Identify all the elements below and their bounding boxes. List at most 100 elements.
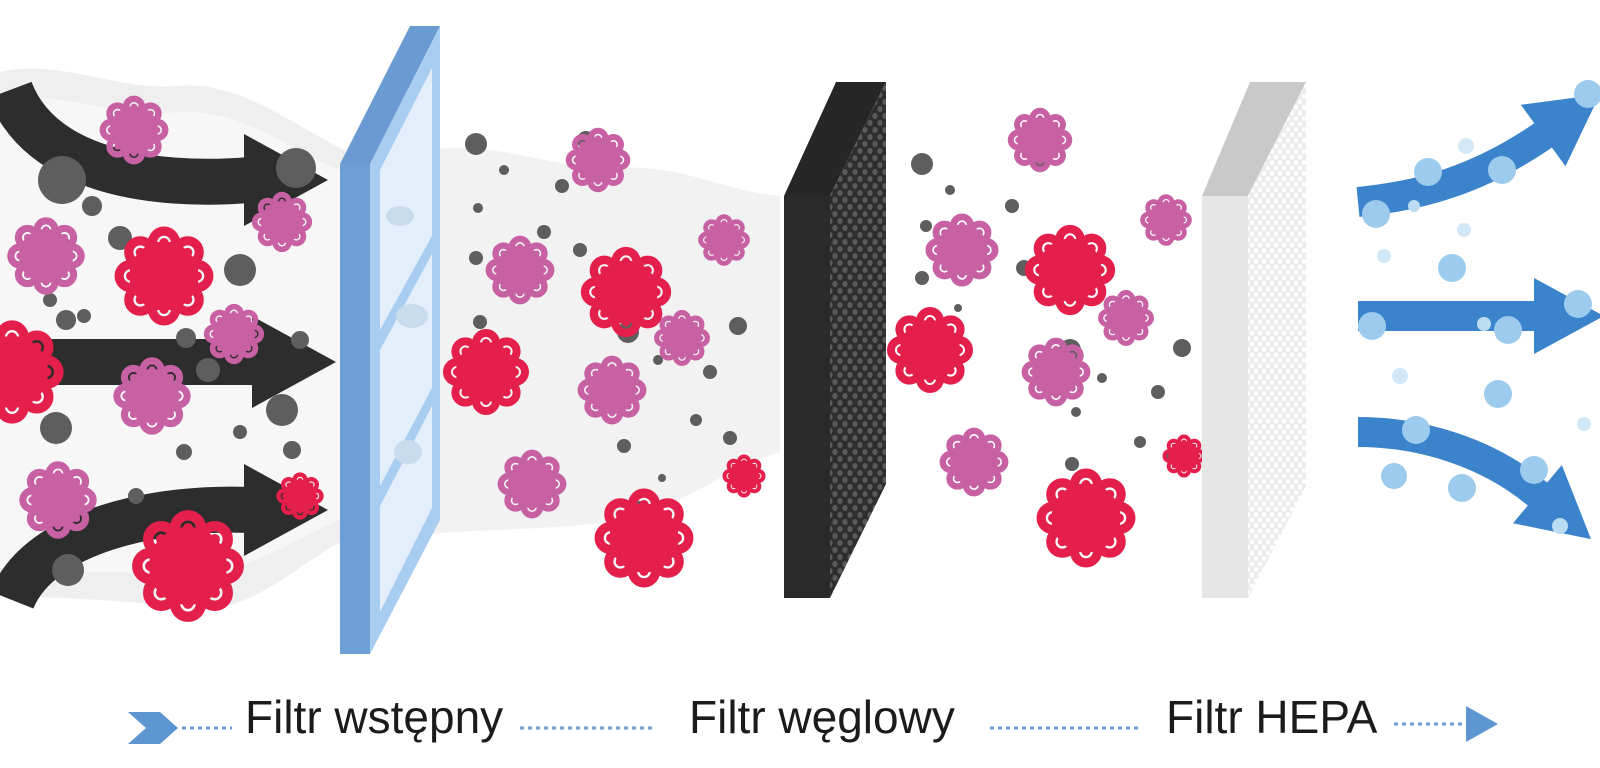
clean-air-bubble-icon: [1414, 158, 1442, 186]
virus-icon: [1048, 480, 1124, 556]
clean-air-bubble-icon: [1402, 416, 1430, 444]
particle-icon: [82, 196, 102, 216]
particle-icon: [499, 165, 509, 175]
clean-air-bubble-icon: [1477, 317, 1491, 331]
particle-icon: [945, 185, 955, 195]
particle-icon: [1005, 199, 1019, 213]
particle-icon: [196, 358, 220, 382]
pre-filter-glass-1: [380, 68, 432, 330]
particle-icon: [617, 439, 631, 453]
virus-icon: [211, 311, 257, 357]
virus-icon: [606, 500, 682, 576]
clean-air-bubble-icon: [1408, 200, 1420, 212]
particle-icon: [723, 431, 737, 445]
virus-icon: [586, 364, 639, 417]
arrowhead-icon: [252, 316, 336, 408]
arrowhead-icon: [1520, 94, 1600, 167]
particle-icon: [43, 293, 57, 307]
air-flow-arrow-icon: [0, 486, 252, 611]
virus-icon: [108, 104, 161, 157]
clean-air-bubble-icon: [1552, 518, 1568, 534]
hepa-filter-face: [1248, 82, 1306, 598]
particle-icon: [108, 226, 132, 250]
particle-icon: [915, 271, 929, 285]
particle-icon: [128, 488, 144, 504]
virus-icon: [1168, 440, 1201, 473]
particle-icon: [1134, 436, 1146, 448]
particle-icon: [920, 220, 932, 232]
clean-air-bubble-icon: [1574, 80, 1600, 108]
carbon-filter: [784, 82, 886, 598]
label-hepa-filter: Filtr HEPA: [1166, 691, 1378, 743]
clean-air-bubble-icon: [1564, 290, 1592, 318]
particle-icon: [537, 225, 551, 239]
particle-icon: [465, 133, 487, 155]
particle-icon: [954, 304, 962, 312]
particle-icon: [573, 243, 587, 257]
arrowhead-icon: [1512, 465, 1592, 540]
particle-icon: [176, 444, 192, 460]
virus-icon: [126, 238, 202, 314]
clean-air-bubble-icon: [1484, 380, 1512, 408]
virus-icon: [1105, 297, 1148, 340]
virus-icon: [494, 244, 547, 297]
label-carbon-filter: Filtr węglowy: [689, 691, 955, 743]
particle-icon: [729, 317, 747, 335]
virus-icon: [28, 470, 87, 529]
particle-icon: [1065, 457, 1079, 471]
carbon-filter-face: [830, 82, 886, 598]
clean-air-bubble-icon: [1520, 456, 1548, 484]
hepa-filter-side: [1202, 196, 1248, 598]
virus-icon: [0, 332, 52, 411]
carbon-filter-top: [784, 82, 886, 196]
particle-icon: [176, 328, 196, 348]
virus-icon: [122, 366, 181, 425]
virus-icon: [591, 257, 660, 326]
particle-icon: [1173, 339, 1191, 357]
particle-icon: [653, 355, 663, 365]
virus-icon: [934, 222, 990, 278]
clean-air-bubble-icon: [1362, 200, 1390, 228]
particle-icon: [469, 251, 483, 265]
particle-icon: [266, 394, 298, 426]
virus-icon: [1015, 115, 1065, 165]
clean-air-bubble-icon: [1457, 223, 1471, 237]
air-flow-arrow-icon: [0, 80, 252, 205]
carbon-filter-side: [784, 196, 830, 598]
particle-icon: [283, 441, 301, 459]
particle-icon: [224, 254, 256, 286]
virus-icon: [948, 436, 1001, 489]
clean-air-bubble-icon: [1438, 254, 1466, 282]
virus-icon: [573, 135, 623, 185]
flow-line: [128, 706, 1498, 744]
particle-icon: [703, 365, 717, 379]
virus-icon: [453, 339, 519, 405]
clean-air-bubble-icon: [1381, 463, 1407, 489]
pre-filter-top: [340, 26, 440, 164]
hepa-filter-top: [1202, 82, 1306, 196]
particle-icon: [52, 554, 84, 586]
particle-icon: [473, 203, 483, 213]
virus-icon: [259, 199, 305, 245]
clean-air-bubble-icon: [1494, 316, 1522, 344]
particle-icon: [1097, 373, 1107, 383]
particle-icon: [56, 310, 76, 330]
hepa-filter: [1202, 82, 1306, 598]
pre-filter: [340, 26, 440, 654]
virus-icon: [1035, 235, 1104, 304]
particle-icon: [1071, 407, 1081, 417]
particle-icon: [473, 315, 487, 329]
virus-icon: [897, 317, 963, 383]
virus-icon: [16, 226, 75, 285]
arrowhead-icon: [1534, 278, 1600, 354]
particle-icon: [690, 414, 702, 426]
virus-icon: [728, 460, 761, 493]
particle-icon: [40, 412, 72, 444]
particle-icon: [77, 309, 91, 323]
clean-air-bubble-icon: [1458, 138, 1474, 154]
particle-icon: [658, 474, 666, 482]
particle-icon: [911, 153, 933, 175]
particle-icon: [38, 156, 86, 204]
clean-air-bubble-icon: [1377, 249, 1391, 263]
